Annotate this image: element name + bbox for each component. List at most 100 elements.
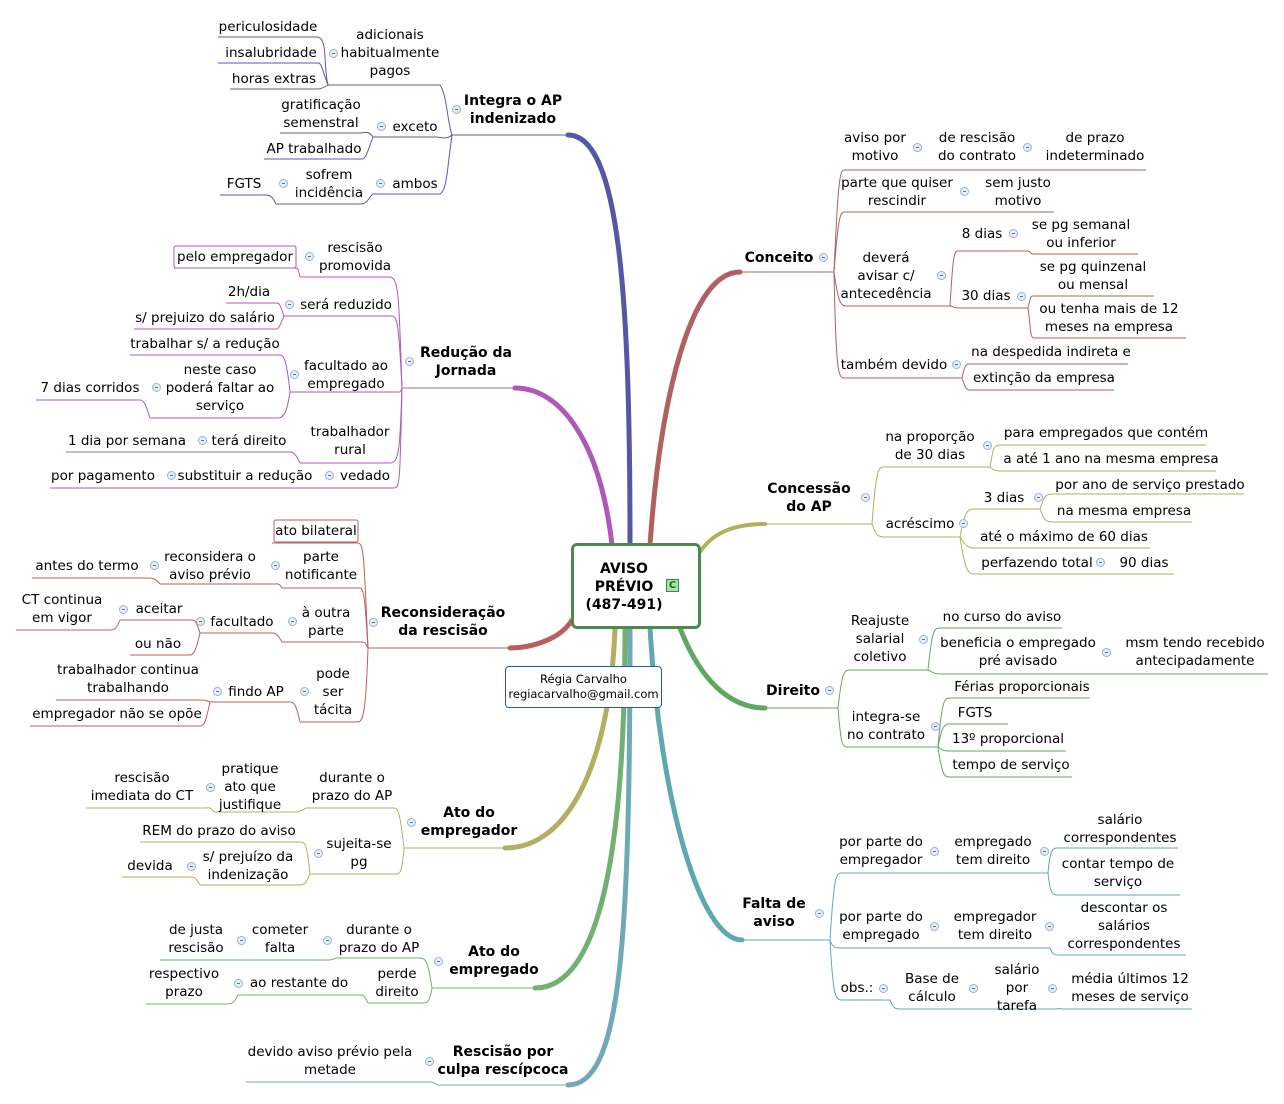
node-reducao-vedado[interactable]: vedado <box>340 468 390 484</box>
node-culpa[interactable]: Rescisão por culpa rescípcoca <box>437 1044 569 1078</box>
collapse-toggle-icon[interactable] <box>369 618 378 627</box>
node-concessao-perfazendo[interactable]: perfazendo total <box>981 555 1093 571</box>
collapse-toggle-icon[interactable] <box>1102 648 1111 657</box>
node-conceito-sem-justo[interactable]: sem justo motivo <box>985 175 1051 209</box>
node-reconsideracao-parte[interactable]: parte notificante <box>284 549 358 583</box>
node-ato-empregador-durante[interactable]: durante o prazo do AP <box>311 770 393 804</box>
node-reconsideracao-ct[interactable]: CT continua em vigor <box>21 592 103 626</box>
node-direito-ferias[interactable]: Férias proporcionais <box>954 679 1090 695</box>
collapse-toggle-icon[interactable] <box>285 300 294 309</box>
collapse-toggle-icon[interactable] <box>930 922 939 931</box>
collapse-toggle-icon[interactable] <box>213 687 222 696</box>
collapse-toggle-icon[interactable] <box>314 849 323 858</box>
node-conceito-8dias[interactable]: 8 dias <box>961 226 1003 242</box>
collapse-toggle-icon[interactable] <box>919 635 928 644</box>
node-direito-fgts[interactable]: FGTS <box>957 705 993 721</box>
collapse-toggle-icon[interactable] <box>1017 292 1026 301</box>
node-falta-salario-corr[interactable]: salário correspondentes <box>1063 812 1177 846</box>
node-reducao-7dias[interactable]: 7 dias corridos <box>40 380 140 396</box>
node-reconsideracao-ato-bilateral[interactable]: ato bilateral <box>275 523 357 539</box>
node-conceito-parte-quiser[interactable]: parte que quiser rescindir <box>841 175 953 209</box>
collapse-toggle-icon[interactable] <box>825 686 834 695</box>
node-falta-por-empregador[interactable]: por parte do empregador <box>839 834 923 868</box>
node-falta-empregado-direito[interactable]: empregado tem direito <box>954 834 1032 868</box>
node-integra-horas[interactable]: horas extras <box>231 71 317 87</box>
node-integra-exceto[interactable]: exceto <box>392 119 438 135</box>
node-concessao-acrescimo[interactable]: acréscimo <box>885 516 955 532</box>
node-reducao-sem-prejuizo[interactable]: s/ prejuizo do salário <box>135 310 275 326</box>
node-concessao-proporcao[interactable]: na proporção de 30 dias <box>885 429 975 463</box>
collapse-toggle-icon[interactable] <box>937 271 946 280</box>
collapse-toggle-icon[interactable] <box>1045 922 1054 931</box>
node-falta-media[interactable]: média últimos 12 meses de serviço <box>1071 971 1189 1005</box>
node-ato-empregado[interactable]: Ato do empregado <box>449 944 539 978</box>
collapse-toggle-icon[interactable] <box>1048 984 1057 993</box>
node-reducao-rescisao[interactable]: rescisão promovida <box>318 240 392 274</box>
node-integra-ambos[interactable]: ambos <box>392 176 438 192</box>
collapse-toggle-icon[interactable] <box>325 471 334 480</box>
node-concessao-90dias[interactable]: 90 dias <box>1119 555 1169 571</box>
node-conceito-tambem[interactable]: também devido <box>840 357 948 373</box>
node-concessao-maximo[interactable]: até o máximo de 60 dias <box>980 529 1148 545</box>
collapse-toggle-icon[interactable] <box>329 49 338 58</box>
node-reconsideracao[interactable]: Reconsideração da rescisão <box>380 605 506 639</box>
collapse-toggle-icon[interactable] <box>300 687 309 696</box>
node-ato-empregador-devida[interactable]: devida <box>127 858 173 874</box>
node-ato-empregador-sujeita[interactable]: sujeita-se pg <box>326 836 392 870</box>
collapse-toggle-icon[interactable] <box>206 783 215 792</box>
node-reducao-pelo-empregador[interactable]: pelo empregador <box>177 249 293 265</box>
collapse-toggle-icon[interactable] <box>187 862 196 871</box>
node-ato-empregador-rem[interactable]: REM do prazo do aviso <box>142 823 296 839</box>
collapse-toggle-icon[interactable] <box>271 561 280 570</box>
node-concessao[interactable]: Concessão do AP <box>767 481 851 515</box>
node-falta-por-empregado[interactable]: por parte do empregado <box>839 909 923 943</box>
collapse-toggle-icon[interactable] <box>290 370 299 379</box>
node-reconsideracao-continua[interactable]: trabalhador continua trabalhando <box>57 662 199 696</box>
node-reconsideracao-antes[interactable]: antes do termo <box>35 558 139 574</box>
collapse-toggle-icon[interactable] <box>150 561 159 570</box>
node-conceito-aviso-motivo[interactable]: aviso por motivo <box>844 130 906 164</box>
collapse-toggle-icon[interactable] <box>288 617 297 626</box>
node-conceito-rescisao[interactable]: de rescisão do contrato <box>937 130 1017 164</box>
node-direito-reajuste[interactable]: Reajuste salarial coletivo <box>850 613 910 665</box>
collapse-toggle-icon[interactable] <box>959 519 968 528</box>
node-falta-obs[interactable]: obs.: <box>840 980 874 996</box>
node-falta-descontar[interactable]: descontar os salários correspondentes <box>1067 900 1181 952</box>
collapse-toggle-icon[interactable] <box>323 936 332 945</box>
node-concessao-3dias[interactable]: 3 dias <box>983 490 1025 506</box>
node-conceito-prazo[interactable]: de prazo indeterminado <box>1045 130 1145 164</box>
collapse-toggle-icon[interactable] <box>279 179 288 188</box>
node-conceito-despedida[interactable]: na despedida indireta e <box>971 344 1131 360</box>
node-integra-adicionais[interactable]: adicionais habitualmente pagos <box>340 27 440 79</box>
collapse-toggle-icon[interactable] <box>931 722 940 731</box>
node-integra[interactable]: Integra o AP indenizado <box>463 93 563 127</box>
node-direito-curso[interactable]: no curso do aviso <box>942 609 1062 625</box>
collapse-toggle-icon[interactable] <box>1009 229 1018 238</box>
node-direito-integra[interactable]: integra-se no contrato <box>846 709 926 743</box>
collapse-toggle-icon[interactable] <box>930 847 939 856</box>
node-direito[interactable]: Direito <box>766 683 820 699</box>
collapse-toggle-icon[interactable] <box>234 979 243 988</box>
node-integra-gratificacao[interactable]: gratificação semenstral <box>281 97 361 131</box>
node-reducao[interactable]: Redução da Jornada <box>420 345 512 379</box>
node-direito-13[interactable]: 13º proporcional <box>951 731 1065 747</box>
collapse-toggle-icon[interactable] <box>969 984 978 993</box>
collapse-toggle-icon[interactable] <box>861 493 870 502</box>
node-ato-empregador-pratique[interactable]: pratique ato que justifique <box>218 761 282 813</box>
node-reconsideracao-findo[interactable]: findo AP <box>228 684 284 700</box>
node-reconsideracao-tacita[interactable]: pode ser tácita <box>313 666 353 718</box>
node-reducao-sera-reduzido[interactable]: será reduzido <box>300 297 392 313</box>
node-reconsideracao-reconsidera[interactable]: reconsidera o aviso prévio <box>164 549 256 583</box>
node-reconsideracao-aceitar[interactable]: aceitar <box>135 601 183 617</box>
node-ato-empregador[interactable]: Ato do empregador <box>420 805 518 839</box>
node-falta-base[interactable]: Base de cálculo <box>904 971 960 1005</box>
node-concessao-empregados[interactable]: para empregados que contém <box>1003 425 1209 441</box>
collapse-toggle-icon[interactable] <box>167 471 176 480</box>
node-concessao-ate1ano[interactable]: a até 1 ano na mesma empresa <box>1003 451 1219 467</box>
node-direito-tempo[interactable]: tempo de serviço <box>952 757 1070 773</box>
collapse-toggle-icon[interactable] <box>376 179 385 188</box>
collapse-toggle-icon[interactable] <box>1040 847 1049 856</box>
node-ato-empregador-sem-prejuizo[interactable]: s/ prejuízo da indenização <box>202 849 294 883</box>
node-integra-insalubridade[interactable]: insalubridade <box>225 45 317 61</box>
node-concessao-por-ano[interactable]: por ano de serviço prestado <box>1055 477 1245 493</box>
